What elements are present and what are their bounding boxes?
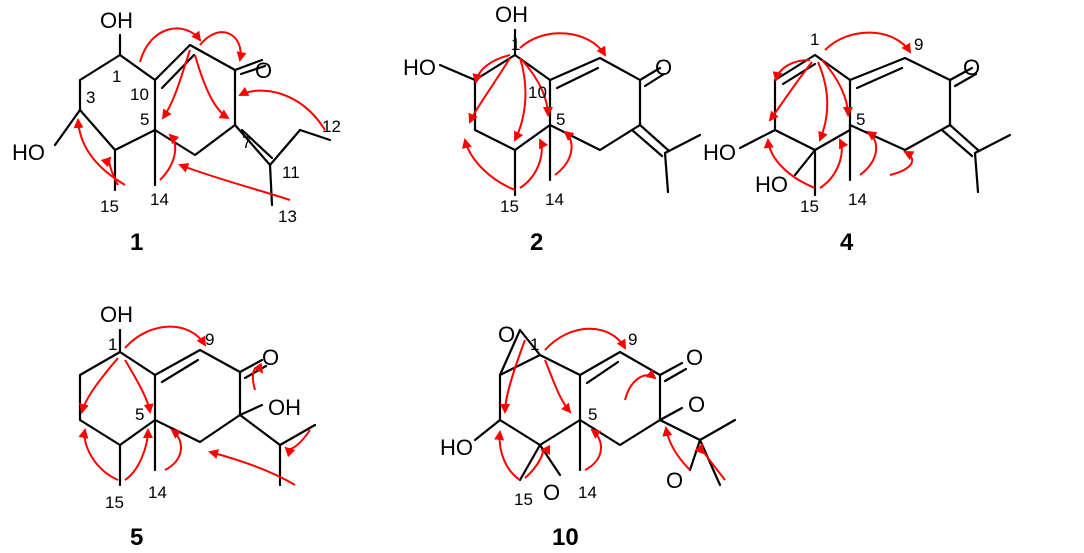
- compound-4: O HO HO 1 9 5 14 15 4: [703, 30, 1012, 256]
- atom-label: HO: [703, 140, 736, 165]
- compound-5-labels: OH O OH 1 9 5 14 15: [100, 302, 301, 512]
- compound-2: OH HO O 1 10 5 14 15 2: [403, 2, 702, 256]
- compound-4-hmbc-arrows: [763, 31, 915, 189]
- atom-label: HO: [12, 140, 45, 165]
- atom-label: O: [543, 480, 560, 505]
- compound-1-labels: OH O HO 1 3 10 5 7 11 12 13 14 15: [12, 8, 341, 226]
- position-number: 1: [810, 30, 819, 49]
- compound-number: 2: [530, 229, 543, 256]
- position-number: 14: [578, 483, 597, 502]
- compound-number: 1: [130, 229, 143, 256]
- position-number: 1: [112, 67, 121, 86]
- compound-4-bonds: [738, 53, 1012, 197]
- atom-label: O: [666, 468, 683, 493]
- position-number: 11: [282, 163, 300, 182]
- position-number: 14: [848, 190, 867, 209]
- atom-label: O: [963, 55, 980, 80]
- position-number: 5: [135, 405, 144, 424]
- position-number: 9: [205, 330, 214, 349]
- atom-label: O: [262, 345, 279, 370]
- position-number: 14: [150, 190, 169, 209]
- compound-1-bonds: [53, 33, 332, 207]
- atom-label: HO: [755, 172, 788, 197]
- position-number: 1: [511, 35, 520, 54]
- compound-10: O O O HO O O 1 9 5 14 15 10: [440, 322, 737, 551]
- position-number: 15: [105, 493, 124, 512]
- compound-1: OH O HO 1 3 10 5 7 11 12 13 14 15 1: [12, 8, 341, 256]
- position-number: 9: [914, 35, 923, 54]
- position-number: 5: [140, 110, 149, 129]
- atom-label: OH: [100, 8, 133, 33]
- atom-label: O: [688, 392, 705, 417]
- compound-5-hmbc-arrows: [78, 325, 311, 486]
- position-number: 1: [108, 335, 117, 354]
- atom-label: O: [655, 55, 672, 80]
- compound-number: 10: [552, 524, 579, 551]
- position-number: 13: [278, 207, 297, 226]
- atom-label: O: [498, 322, 515, 347]
- position-number: 10: [528, 83, 547, 102]
- atom-label: OH: [495, 2, 528, 27]
- position-number: 5: [588, 405, 597, 424]
- compound-2-hmbc-arrows: [462, 32, 607, 191]
- compound-5-bonds: [78, 328, 317, 487]
- compound-2-labels: OH HO O 1 10 5 14 15: [403, 2, 672, 216]
- compound-10-bonds: [473, 328, 737, 487]
- position-number: 5: [556, 110, 565, 129]
- position-number: 15: [800, 197, 819, 216]
- position-number: 15: [500, 197, 519, 216]
- atom-label: HO: [440, 435, 473, 460]
- compound-number: 4: [840, 229, 854, 256]
- position-number: 1: [530, 335, 539, 354]
- position-number: 3: [86, 88, 95, 107]
- position-number: 14: [545, 190, 564, 209]
- position-number: 5: [856, 110, 865, 129]
- compound-5: OH O OH 1 9 5 14 15 5: [78, 302, 317, 551]
- position-number: 9: [628, 330, 637, 349]
- atom-label: O: [686, 345, 703, 370]
- atom-label: OH: [100, 302, 133, 327]
- atom-label: O: [255, 58, 272, 83]
- compound-10-labels: O O O HO O O 1 9 5 14 15: [440, 322, 705, 509]
- compound-4-labels: O HO HO 1 9 5 14 15: [703, 30, 980, 216]
- position-number: 15: [100, 197, 119, 216]
- compound-10-hmbc-arrows: [494, 327, 726, 481]
- compound-number: 5: [130, 524, 143, 551]
- position-number: 15: [514, 490, 533, 509]
- atom-label: HO: [403, 55, 436, 80]
- position-number: 12: [322, 117, 341, 136]
- compound-1-hmbc-arrows: [73, 27, 326, 201]
- position-number: 7: [242, 133, 251, 152]
- position-number: 10: [130, 85, 149, 104]
- position-number: 14: [148, 483, 167, 502]
- atom-label: OH: [268, 395, 301, 420]
